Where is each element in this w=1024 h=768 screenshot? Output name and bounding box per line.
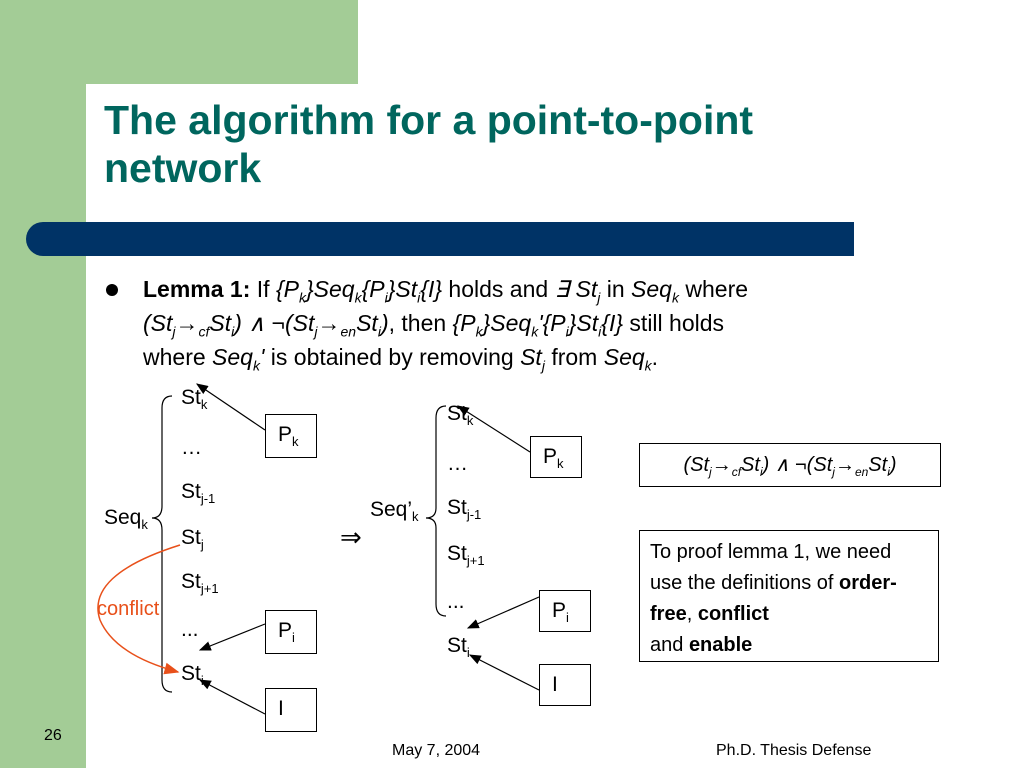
lemma-label: Lemma 1:	[143, 276, 251, 302]
right-box-pi: Pi	[539, 590, 591, 632]
conflict-arrow	[97, 544, 181, 675]
right-arrow-i	[468, 654, 540, 691]
left-box-i: I	[265, 688, 317, 732]
right-item-ellipsis-1: …	[447, 452, 468, 475]
right-arrow-pk	[456, 405, 531, 453]
note-and: and	[650, 634, 684, 656]
right-box-pk: Pk	[530, 436, 582, 478]
note-text: To proof lemma 1, we need use the defini…	[650, 541, 892, 594]
bullet-dot	[106, 284, 118, 296]
left-seq-label: Seqk	[104, 506, 148, 533]
implies-symbol: ⇒	[340, 522, 362, 552]
right-item-stk: Stk	[447, 402, 474, 429]
right-brace	[425, 405, 447, 617]
page-number: 26	[44, 727, 62, 744]
lemma-text: Lemma 1: If {Pk}Seqk{Pi}Sti{I} holds and…	[143, 276, 749, 374]
right-item-sti: Sti	[447, 634, 470, 661]
note-order-free: order-free	[650, 572, 897, 625]
conflict-label: conflict	[97, 598, 160, 620]
green-frame-left	[0, 0, 86, 768]
note-conflict: conflict	[697, 603, 769, 625]
right-item-stj+1: Stj+1	[447, 542, 485, 569]
title-divider-bar	[26, 222, 854, 256]
right-arrow-pi	[466, 596, 540, 629]
left-item-stj+1: Stj+1	[181, 570, 219, 597]
left-item-stj: Stj	[181, 526, 204, 553]
left-arrow-pi	[198, 623, 266, 651]
left-item-stj-1: Stj-1	[181, 480, 216, 507]
footer-date: May 7, 2004	[392, 742, 481, 759]
right-item-ellipsis-2: ...	[447, 590, 465, 613]
left-brace	[151, 395, 173, 693]
left-arrow-i	[198, 679, 266, 715]
right-box-i: I	[539, 664, 591, 706]
right-seq-label: Seq’k	[370, 498, 419, 525]
left-box-pi: Pi	[265, 610, 317, 654]
left-item-ellipsis-2: ...	[181, 618, 199, 641]
note-enable: enable	[688, 634, 753, 656]
green-frame-top	[0, 0, 358, 84]
left-item-ellipsis-1: …	[181, 436, 202, 459]
footer-event: Ph.D. Thesis Defense	[716, 742, 872, 759]
right-item-stj-1: Stj-1	[447, 496, 482, 523]
slide-title: The algorithm for a point-to-point netwo…	[104, 97, 754, 191]
left-box-pk: Pk	[265, 414, 317, 458]
note-box: To proof lemma 1, we need use the defini…	[639, 530, 939, 662]
left-item-sti: Sti	[181, 662, 204, 689]
left-arrow-pk	[196, 383, 266, 431]
condition-box: (Stj→cfSti) ∧ ¬(Stj→enSti)	[639, 443, 941, 487]
left-item-stk: Stk	[181, 386, 208, 413]
